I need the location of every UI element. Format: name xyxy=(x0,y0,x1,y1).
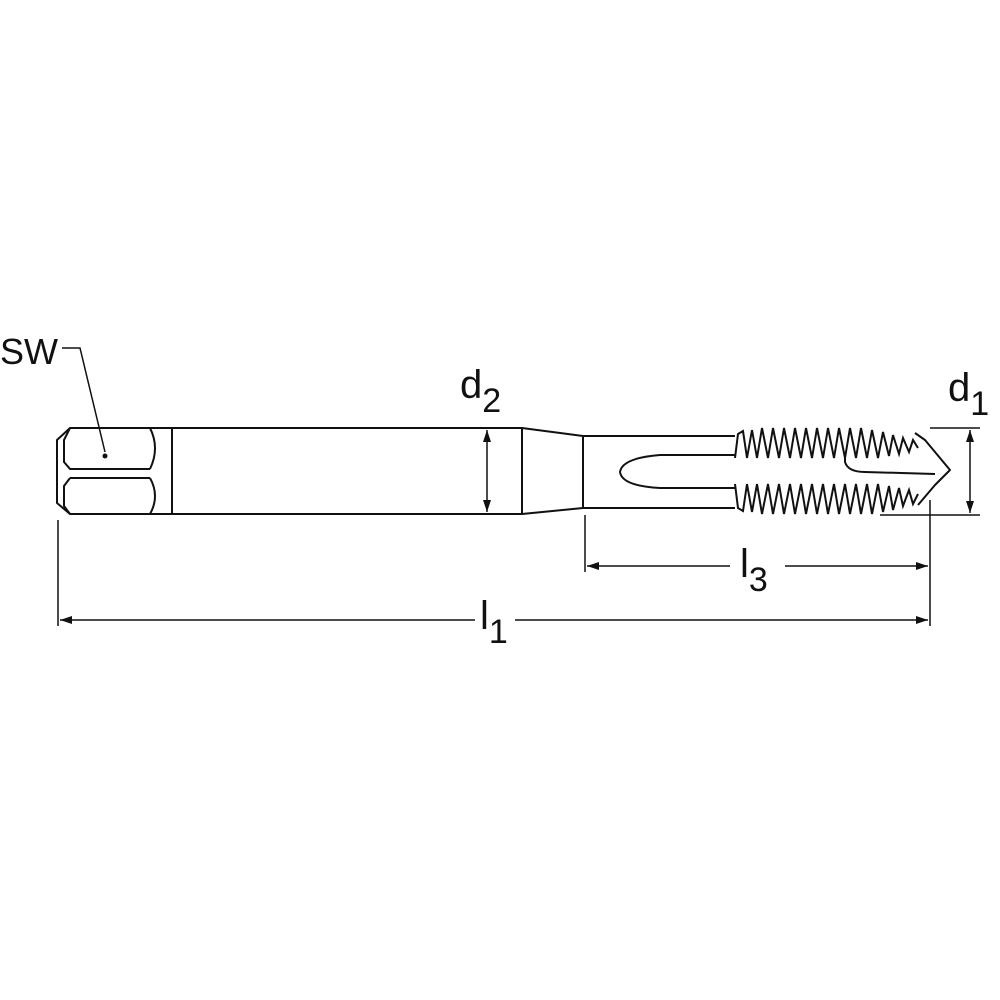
l3-label: l3 xyxy=(740,542,768,597)
d1-main: d xyxy=(948,366,971,410)
sw-leader-dot xyxy=(102,453,108,459)
flute xyxy=(619,454,735,489)
threads xyxy=(734,427,919,515)
sw-label: SW xyxy=(0,331,58,372)
neck xyxy=(583,435,735,509)
l1-label: l1 xyxy=(480,594,508,649)
l3-main: l xyxy=(740,542,749,586)
d2-sub: 2 xyxy=(482,382,502,420)
drive-flat-top xyxy=(63,427,156,470)
d2-label: d2 xyxy=(460,363,501,418)
shank-taper xyxy=(521,427,584,515)
drive-flat-bottom xyxy=(63,477,156,515)
l1-main: l xyxy=(480,594,489,638)
shank xyxy=(172,427,523,515)
d2-main: d xyxy=(460,363,483,407)
flute-groove xyxy=(844,458,936,475)
d1-sub: 1 xyxy=(970,385,990,423)
l3-sub: 3 xyxy=(748,561,768,599)
l1-sub: 1 xyxy=(488,613,508,651)
tap-tip xyxy=(914,432,951,506)
sw-leader xyxy=(62,347,106,453)
d1-label: d1 xyxy=(948,366,989,421)
